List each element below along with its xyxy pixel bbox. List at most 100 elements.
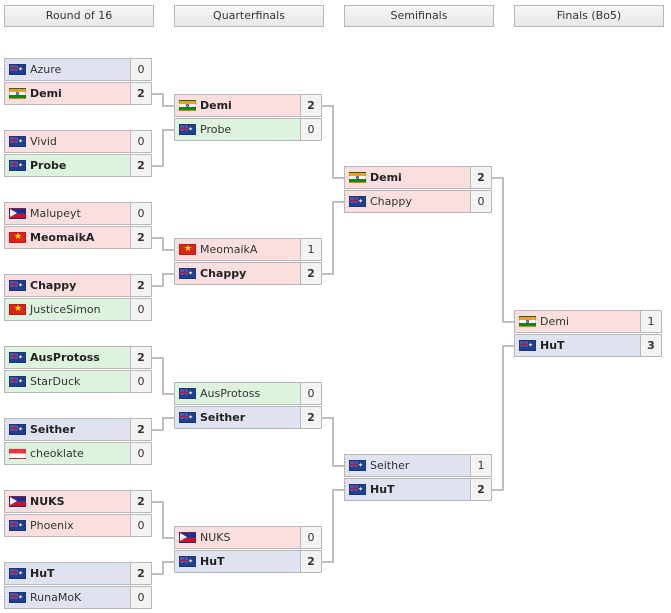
team-cell[interactable]: Phoenix: [4, 514, 131, 537]
team-cell[interactable]: Demi: [344, 166, 471, 189]
flag-au-icon: [9, 424, 26, 435]
connector-line: [492, 345, 514, 491]
team-name[interactable]: Azure: [30, 63, 62, 76]
team-name[interactable]: Seither: [30, 423, 76, 436]
team-cell[interactable]: MeomaikA: [174, 238, 301, 261]
team-cell[interactable]: Demi: [174, 94, 301, 117]
team-cell[interactable]: Demi: [514, 310, 641, 333]
team-cell[interactable]: Seither: [4, 418, 131, 441]
team-name[interactable]: MeomaikA: [30, 231, 95, 244]
round-header-r16: Round of 16: [4, 5, 154, 27]
team-cell[interactable]: Malupeyt: [4, 202, 131, 225]
team-score: 2: [300, 262, 322, 285]
team-cell[interactable]: NUKS: [174, 526, 301, 549]
team-score: 0: [130, 514, 152, 537]
team-name[interactable]: HuT: [30, 567, 55, 580]
team-name[interactable]: Demi: [30, 87, 62, 100]
team-cell[interactable]: Azure: [4, 58, 131, 81]
team-cell[interactable]: Probe: [174, 118, 301, 141]
team-name[interactable]: Chappy: [200, 267, 247, 280]
team-score: 0: [130, 130, 152, 153]
team-cell[interactable]: JusticeSimon: [4, 298, 131, 321]
team-name[interactable]: Seither: [200, 411, 246, 424]
team-cell[interactable]: RunaMoK: [4, 586, 131, 609]
team-cell[interactable]: HuT: [4, 562, 131, 585]
team-name[interactable]: AusProtoss: [30, 351, 100, 364]
team-name[interactable]: StarDuck: [30, 375, 81, 388]
flag-au-icon: [179, 556, 196, 567]
connector-line: [152, 417, 174, 431]
team-cell[interactable]: Vivid: [4, 130, 131, 153]
team-name[interactable]: Phoenix: [30, 519, 74, 532]
team-name[interactable]: HuT: [540, 339, 565, 352]
flag-in-icon: [349, 172, 366, 183]
team-score: 2: [130, 490, 152, 513]
team-name[interactable]: Vivid: [30, 135, 57, 148]
team-name[interactable]: cheoklate: [30, 447, 84, 460]
team-cell[interactable]: Chappy: [174, 262, 301, 285]
team-name[interactable]: AusProtoss: [200, 387, 261, 400]
team-cell[interactable]: cheoklate: [4, 442, 131, 465]
flag-ph-icon: [9, 496, 26, 507]
team-name[interactable]: Malupeyt: [30, 207, 81, 220]
team-score: 0: [130, 58, 152, 81]
team-name[interactable]: HuT: [370, 483, 395, 496]
team-score: 0: [300, 118, 322, 141]
flag-au-icon: [9, 592, 26, 603]
team-score: 2: [130, 418, 152, 441]
connector-line: [152, 561, 174, 575]
flag-in-icon: [179, 100, 196, 111]
team-cell[interactable]: MeomaikA: [4, 226, 131, 249]
team-score: 1: [640, 310, 662, 333]
flag-au-icon: [9, 136, 26, 147]
team-cell[interactable]: HuT: [514, 334, 641, 357]
team-score: 0: [130, 298, 152, 321]
team-name[interactable]: Probe: [30, 159, 67, 172]
team-name[interactable]: NUKS: [200, 531, 231, 544]
connector-line: [322, 489, 344, 563]
team-name[interactable]: Demi: [540, 315, 570, 328]
flag-au-icon: [519, 340, 536, 351]
team-cell[interactable]: Probe: [4, 154, 131, 177]
team-score: 0: [130, 442, 152, 465]
connector-line: [322, 105, 344, 179]
team-cell[interactable]: Chappy: [344, 190, 471, 213]
connector-line: [152, 273, 174, 287]
flag-vn-icon: [179, 244, 196, 255]
team-score: 1: [470, 454, 492, 477]
connector-line: [152, 501, 174, 539]
team-name[interactable]: Chappy: [30, 279, 77, 292]
team-name[interactable]: RunaMoK: [30, 591, 82, 604]
team-cell[interactable]: AusProtoss: [4, 346, 131, 369]
flag-au-icon: [9, 160, 26, 171]
team-score: 2: [130, 346, 152, 369]
team-cell[interactable]: Seither: [174, 406, 301, 429]
team-cell[interactable]: HuT: [174, 550, 301, 573]
team-cell[interactable]: NUKS: [4, 490, 131, 513]
team-score: 0: [130, 202, 152, 225]
team-name[interactable]: Probe: [200, 123, 232, 136]
team-name[interactable]: Demi: [370, 171, 402, 184]
team-name[interactable]: JusticeSimon: [30, 303, 101, 316]
round-header-semifinals: Semifinals: [344, 5, 494, 27]
connector-line: [492, 177, 514, 323]
team-score: 2: [470, 478, 492, 501]
team-cell[interactable]: HuT: [344, 478, 471, 501]
team-cell[interactable]: Demi: [4, 82, 131, 105]
team-score: 0: [130, 586, 152, 609]
flag-au-icon: [9, 280, 26, 291]
team-score: 0: [470, 190, 492, 213]
team-name[interactable]: HuT: [200, 555, 225, 568]
flag-au-icon: [179, 124, 196, 135]
team-name[interactable]: Demi: [200, 99, 232, 112]
team-cell[interactable]: AusProtoss: [174, 382, 301, 405]
team-cell[interactable]: StarDuck: [4, 370, 131, 393]
team-cell[interactable]: Chappy: [4, 274, 131, 297]
team-name[interactable]: NUKS: [30, 495, 65, 508]
team-name[interactable]: MeomaikA: [200, 243, 258, 256]
team-score: 0: [130, 370, 152, 393]
team-cell[interactable]: Seither: [344, 454, 471, 477]
flag-au-icon: [9, 376, 26, 387]
team-name[interactable]: Seither: [370, 459, 410, 472]
team-name[interactable]: Chappy: [370, 195, 412, 208]
